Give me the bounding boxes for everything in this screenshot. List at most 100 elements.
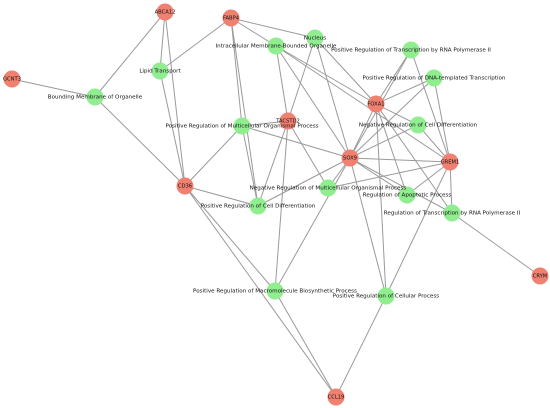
edge-grem1-nrmop (327, 161, 451, 189)
term-label-bmo: Bounding Membrane of Organelle (48, 95, 143, 101)
edge-tacstd2-prmbp (274, 120, 289, 292)
term-node-lipid[interactable] (151, 62, 169, 80)
gene-node-fabp4[interactable] (222, 9, 240, 27)
term-label-nucleus: Nucleus (304, 36, 326, 42)
term-label-prmop: Positive Regulation of Multicellular Org… (165, 124, 318, 130)
term-label-prmbp: Positive Regulation of Macromolecule Bio… (193, 289, 357, 295)
term-label-lipid: Lipid Transport (139, 69, 181, 75)
gene-node-crym[interactable] (531, 267, 549, 285)
edge-gcnt3-bmo (11, 78, 96, 98)
term-label-rtpol2: Regulation of Transcription by RNA Polym… (384, 211, 521, 217)
edge-nucleus-foxa1 (314, 37, 377, 105)
term-label-prcd: Positive Regulation of Cell Differentiat… (201, 204, 316, 210)
term-label-prtpol2: Positive Regulation of Transcription by … (331, 48, 491, 54)
term-node-prtpol2[interactable] (402, 41, 420, 59)
edge-prtpol2-grem1 (410, 49, 451, 163)
term-label-prcp: Positive Regulation of Cellular Process (333, 294, 440, 300)
edge-foxa1-prdna (375, 77, 435, 105)
gene-label-sox9: SOX9 (343, 156, 357, 162)
edge-prmop-prcd (241, 125, 259, 207)
edge-lipid-cd36 (159, 70, 186, 187)
term-label-imbo: Intracellular Membrane-Bounded Organelle (216, 44, 337, 50)
edge-foxa1-rtpol2 (375, 103, 453, 214)
term-node-nrmop[interactable] (319, 179, 337, 197)
edge-sox9-grem1 (349, 157, 451, 163)
edge-sox9-prmbp (274, 157, 351, 292)
edge-prdna-sox9 (349, 77, 435, 159)
edge-layer (11, 11, 541, 398)
edge-prdna-grem1 (433, 77, 451, 163)
gene-label-grem1: GREM1 (441, 160, 460, 166)
gene-label-ccl19: CCL19 (328, 395, 345, 401)
edge-abca12-lipid (159, 11, 166, 72)
term-node-prdna[interactable] (425, 69, 443, 87)
term-node-nrcd[interactable] (409, 116, 427, 134)
gene-node-cd36[interactable] (176, 177, 194, 195)
edge-foxa1-rap (375, 103, 408, 196)
edge-fabp4-lipid (159, 17, 232, 72)
edge-rtpol2-crym (451, 212, 541, 277)
term-label-nrmop: Negative Regulation of Multicellular Org… (250, 186, 407, 192)
edge-tacstd2-prcd (257, 120, 289, 207)
term-node-prcd[interactable] (249, 197, 267, 215)
edge-abca12-cd36 (164, 11, 186, 187)
term-node-prcp[interactable] (377, 287, 395, 305)
edge-tacstd2-nrmop (287, 120, 329, 189)
gene-node-tacstd2[interactable] (279, 112, 297, 130)
gene-label-foxa1: FOXA1 (367, 102, 384, 108)
edge-fabp4-nucleus (230, 17, 316, 39)
edge-abca12-bmo (94, 11, 166, 98)
edge-sox9-prcp (349, 157, 387, 297)
gene-label-tacstd2: TACSTD2 (275, 119, 300, 125)
edge-bmo-cd36 (94, 96, 186, 187)
edge-prmbp-ccl19 (274, 290, 337, 398)
edge-sox9-prmop (241, 125, 351, 159)
term-label-rap: Regulation of Apoptotic Process (363, 193, 452, 199)
gene-node-gcnt3[interactable] (3, 70, 21, 88)
edge-fabp4-imbo (230, 17, 277, 47)
edge-imbo-sox9 (275, 45, 351, 159)
term-node-prmop[interactable] (233, 117, 251, 135)
edge-cd36-prmbp (184, 185, 276, 292)
edge-foxa1-prcp (375, 103, 387, 297)
edge-foxa1-sox9 (349, 103, 377, 159)
edge-fabp4-prcd (230, 17, 259, 207)
gene-label-gcnt3: GCNT3 (3, 77, 21, 83)
edge-cd36-ccl19 (184, 185, 337, 398)
label-layer: ABCA12FABP4GCNT3FOXA1TACSTD2SOX9GREM1CD3… (3, 10, 547, 401)
gene-node-ccl19[interactable] (327, 388, 345, 406)
gene-label-abca12: ABCA12 (155, 10, 176, 16)
edge-nucleus-tacstd2 (287, 37, 316, 122)
term-node-rap[interactable] (398, 186, 416, 204)
edge-fabp4-prmop (230, 17, 243, 127)
edge-nrcd-sox9 (349, 124, 419, 159)
edge-cd36-prcd (184, 185, 259, 207)
term-label-nrcd: Negative Regulation of Cell Differentiat… (359, 123, 478, 129)
gene-node-foxa1[interactable] (367, 95, 385, 113)
term-node-rtpol2[interactable] (443, 204, 461, 222)
gene-node-grem1[interactable] (441, 153, 459, 171)
gene-node-abca12[interactable] (156, 3, 174, 21)
edge-imbo-tacstd2 (275, 45, 289, 122)
gene-label-cd36: CD36 (178, 184, 192, 190)
edge-sox9-rtpol2 (349, 157, 453, 214)
edge-sox9-rap (349, 157, 408, 196)
term-node-bmo[interactable] (86, 88, 104, 106)
edge-sox9-prcd (257, 157, 351, 207)
edge-grem1-prcp (385, 161, 451, 297)
term-node-prmbp[interactable] (266, 282, 284, 300)
edge-grem1-rap (406, 161, 451, 196)
gene-label-fabp4: FABP4 (223, 16, 240, 22)
term-label-prdna: Positive Regulation of DNA-templated Tra… (363, 76, 506, 82)
edge-nucleus-sox9 (314, 37, 351, 159)
edge-grem1-rtpol2 (449, 161, 453, 214)
edge-imbo-grem1 (275, 45, 451, 163)
gene-label-crym: CRYM (533, 274, 548, 280)
gene-node-sox9[interactable] (341, 149, 359, 167)
term-node-nucleus[interactable] (306, 29, 324, 47)
term-node-imbo[interactable] (267, 37, 285, 55)
edge-prcp-ccl19 (335, 295, 387, 398)
node-layer (3, 3, 549, 406)
